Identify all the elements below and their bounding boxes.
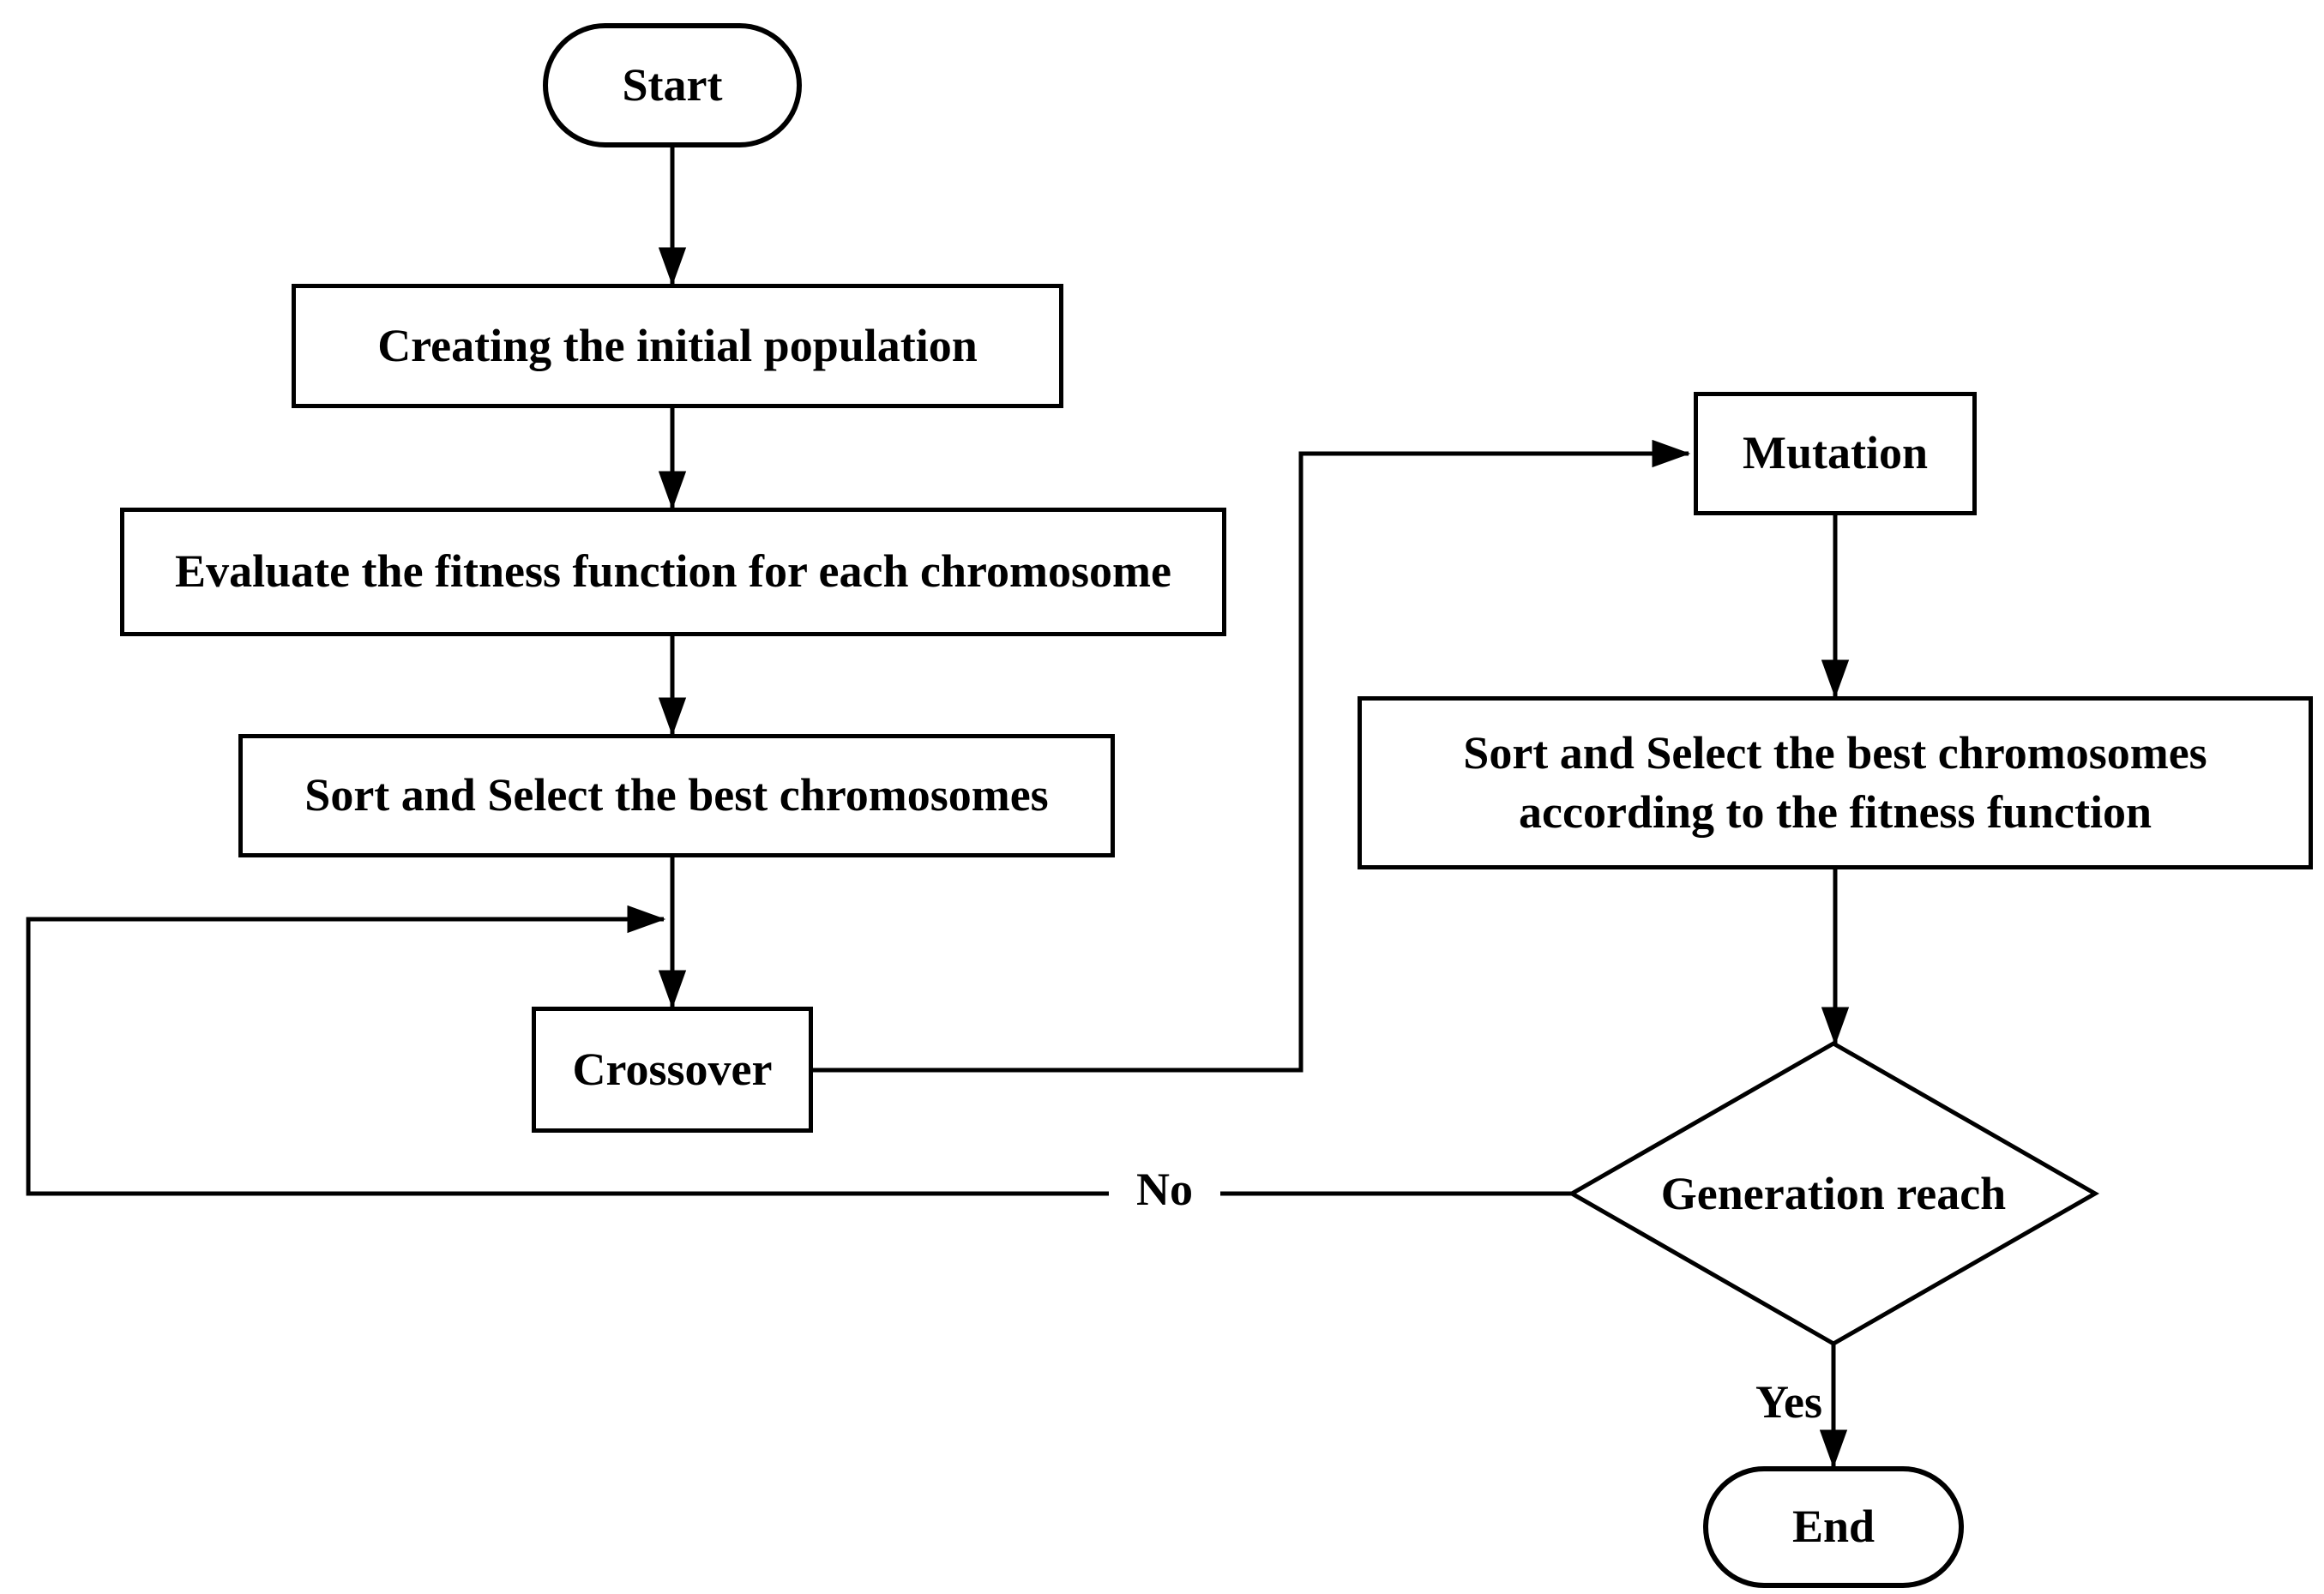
- node-generation-reach: Generation reach: [1580, 1052, 2086, 1335]
- node-evaluate-fitness: Evaluate the fitness function for each c…: [120, 508, 1226, 636]
- node-sort-select-best-label: Sort and Select the best chromosomes: [304, 769, 1049, 821]
- edge-label-no: No: [1109, 1164, 1220, 1216]
- node-end: End: [1703, 1466, 1964, 1588]
- node-start-label: Start: [622, 58, 723, 111]
- node-mutation: Mutation: [1694, 392, 1977, 515]
- node-creating-initial-population: Creating the initial population: [292, 284, 1063, 408]
- node-creating-initial-population-label: Creating the initial population: [377, 319, 978, 371]
- node-end-label: End: [1791, 1501, 1875, 1553]
- node-mutation-label: Mutation: [1743, 427, 1928, 479]
- edge-no-loop-to-crossover: [26, 905, 1572, 1196]
- node-generation-reach-shape: [1567, 1041, 2100, 1346]
- node-crossover-label: Crossover: [572, 1043, 773, 1095]
- node-crossover: Crossover: [532, 1007, 813, 1133]
- edge-crossover-to-mutation: [813, 439, 1691, 1073]
- node-evaluate-fitness-label: Evaluate the fitness function for each c…: [175, 545, 1171, 598]
- node-sort-select-by-fitness-label: Sort and Select the best chromosomes acc…: [1463, 726, 2207, 838]
- node-generation-reach-label: Generation reach: [1660, 1168, 2007, 1219]
- node-start: Start: [543, 23, 802, 147]
- node-sort-select-by-fitness: Sort and Select the best chromosomes acc…: [1358, 696, 2313, 869]
- edge-label-yes: Yes: [1755, 1376, 1822, 1428]
- node-sort-select-best: Sort and Select the best chromosomes: [238, 734, 1115, 857]
